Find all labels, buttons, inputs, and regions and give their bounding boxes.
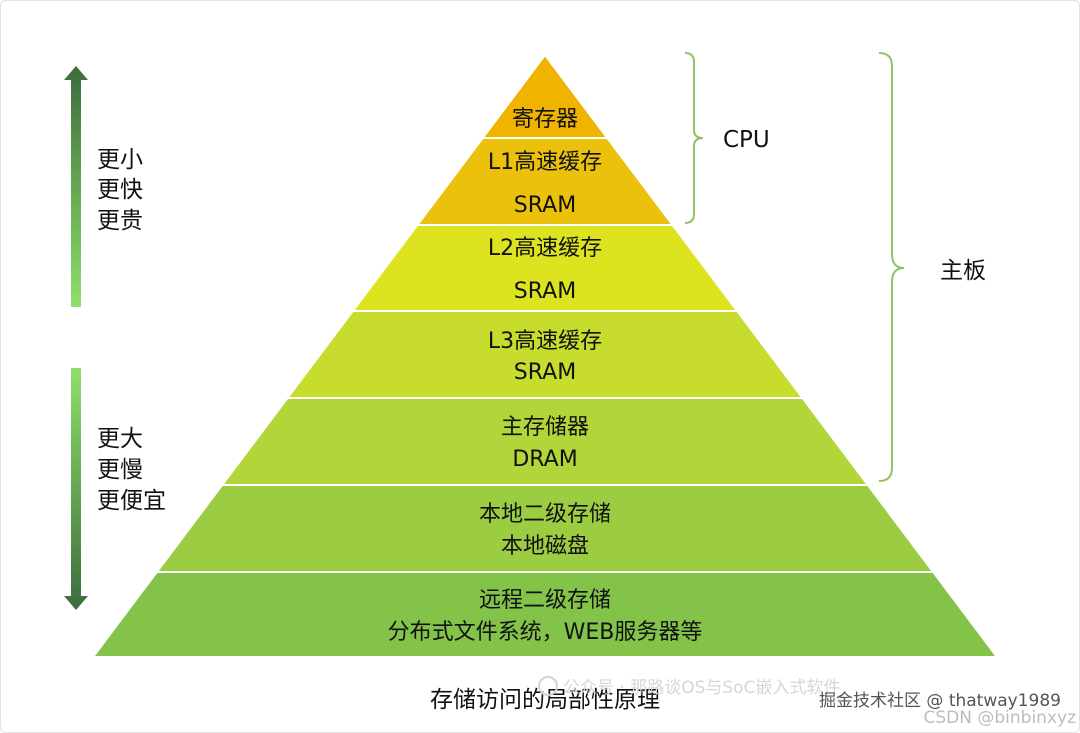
pyramid-layer-text: L1高速缓存 bbox=[488, 150, 602, 175]
left-label-lower-3: 更便宜 bbox=[97, 488, 166, 514]
pyramid-layer-main-memory: 主存储器 DRAM bbox=[220, 397, 870, 486]
left-label-upper-2: 更快 bbox=[97, 177, 143, 203]
pyramid-layer-text: 远程二级存储 bbox=[479, 588, 611, 613]
svg-text:公众号 · 那路谈OS与SoC嵌入式软件: 公众号 · 那路谈OS与SoC嵌入式软件 bbox=[563, 678, 840, 698]
pyramid-layer-text: SRAM bbox=[514, 360, 576, 385]
pyramid-layer-text: 主存储器 bbox=[501, 415, 589, 440]
cpu-bracket bbox=[684, 52, 704, 224]
wechat-icon bbox=[538, 676, 558, 696]
cpu-label: CPU bbox=[723, 127, 770, 153]
csdn-watermark: CSDN @binbinxyz bbox=[924, 708, 1077, 728]
faster-arrow-up-icon bbox=[64, 66, 88, 307]
pyramid-layer-text: SRAM bbox=[514, 279, 576, 304]
pyramid-layer-register: 寄存器 bbox=[480, 53, 610, 139]
mainboard-label: 主板 bbox=[940, 258, 986, 284]
pyramid-layer-text: L3高速缓存 bbox=[488, 329, 602, 354]
pyramid-layer-l1-cache: L1高速缓存 SRAM bbox=[415, 137, 675, 226]
juejin-watermark: 掘金技术社区 @ thatway1989 bbox=[819, 691, 1061, 711]
left-label-lower-1: 更大 bbox=[97, 426, 143, 452]
pyramid-layer-text: SRAM bbox=[514, 193, 576, 218]
pyramid-layer-l3-cache: L3高速缓存 SRAM bbox=[285, 310, 805, 399]
left-label-lower-2: 更慢 bbox=[97, 457, 143, 483]
left-label-upper-1: 更小 bbox=[97, 147, 143, 173]
pyramid: 寄存器 L1高速缓存 SRAM L2高速缓存 SRAM L3高速缓存 SRAM 主存储器 DRA… bbox=[90, 53, 1000, 658]
mainboard-bracket bbox=[878, 52, 905, 482]
pyramid-layer-text: 本地磁盘 bbox=[501, 534, 589, 559]
pyramid-layer-text: 寄存器 bbox=[512, 107, 578, 132]
pyramid-layer-l2-cache: L2高速缓存 SRAM bbox=[350, 224, 740, 312]
pyramid-layer-fill bbox=[90, 571, 1000, 658]
pyramid-layer-text: DRAM bbox=[512, 447, 577, 472]
left-label-upper-3: 更贵 bbox=[97, 208, 143, 234]
wechat-watermark: 公众号 · 那路谈OS与SoC嵌入式软件 bbox=[538, 676, 840, 698]
pyramid-layer-text: L2高速缓存 bbox=[488, 236, 602, 261]
slower-arrow-down-icon bbox=[64, 368, 88, 610]
pyramid-layer-text: 分布式文件系统，WEB服务器等 bbox=[388, 620, 703, 645]
pyramid-layer-text: 本地二级存储 bbox=[479, 502, 611, 527]
diagram-caption: 存储访问的局部性原理 bbox=[430, 687, 660, 713]
